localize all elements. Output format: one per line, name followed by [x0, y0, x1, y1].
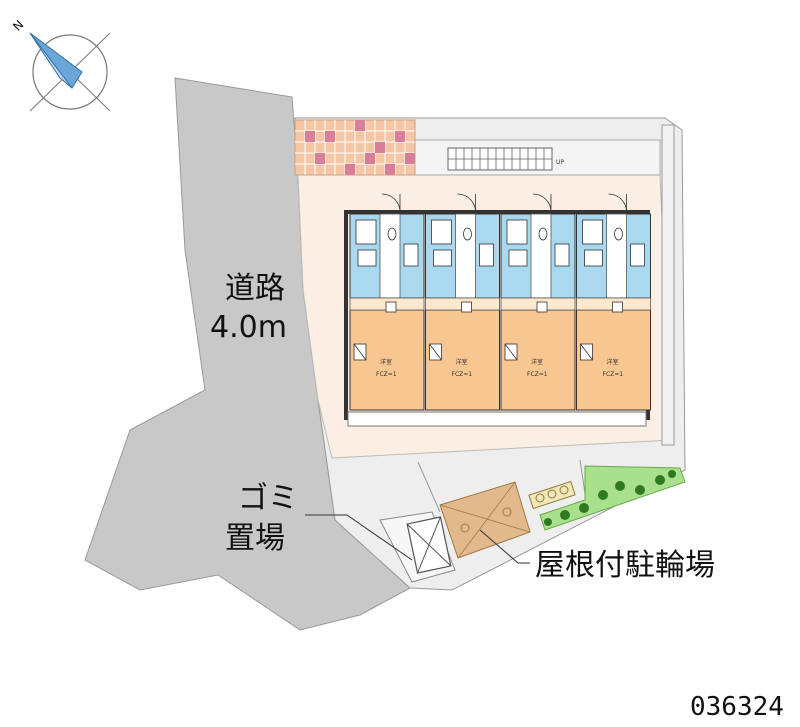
room-size-label: FCZ=1	[376, 371, 397, 378]
bath-unit	[506, 219, 528, 245]
toilet	[538, 227, 548, 241]
room-size-label: FCZ=1	[452, 371, 473, 378]
kitchen-unit	[403, 243, 419, 267]
washbasin	[433, 249, 452, 267]
bath-unit	[431, 219, 452, 245]
room-size-label: FCZ=1	[603, 371, 624, 378]
bath-unit	[355, 219, 377, 245]
bicycle-leader-line	[479, 529, 530, 564]
road-label-line2: 4.0m	[210, 310, 287, 345]
bicycle-parking-label: 屋根付駐輪場	[535, 548, 715, 583]
closet-diagonal	[504, 343, 518, 361]
property-code: 036324	[690, 692, 784, 722]
stairs-mark: UP	[556, 159, 564, 166]
room-size-label: FCZ=1	[527, 371, 548, 378]
staircase: UP	[447, 147, 564, 171]
room-door	[461, 301, 472, 313]
entry-hall	[455, 213, 476, 299]
room-label: 洋室	[380, 358, 392, 366]
toilet	[387, 227, 397, 241]
garbage-leader-line	[305, 514, 413, 561]
kitchen-unit	[630, 243, 645, 267]
right-wall	[661, 124, 675, 446]
kitchen-unit	[479, 243, 494, 267]
closet-diagonal	[429, 343, 442, 361]
entry-hall	[530, 213, 552, 299]
entry-hall	[606, 213, 627, 299]
closet-diagonal	[353, 343, 367, 361]
toilet	[463, 227, 472, 241]
garbage-label-line1: ゴミ	[238, 481, 298, 516]
green-planting	[539, 465, 686, 531]
bath-unit	[582, 219, 603, 245]
garbage-label-line2: 置場	[225, 521, 285, 556]
room-label: 洋室	[607, 358, 619, 366]
washbasin	[357, 249, 377, 267]
toilet	[614, 227, 623, 241]
unit-1: 洋室 FCZ=1	[349, 193, 425, 411]
bicycle-rack	[528, 480, 576, 510]
road-label-line1: 道路	[225, 271, 285, 306]
room-label: 洋室	[456, 358, 468, 366]
room-door	[612, 301, 623, 313]
unit-3: 洋室 FCZ=1	[500, 193, 576, 411]
bicycle-parking-roof	[439, 481, 531, 559]
garbage-area	[379, 511, 456, 583]
tiled-terrace	[294, 119, 416, 176]
balcony-strip	[347, 411, 647, 427]
room-door	[385, 301, 397, 313]
compass-icon: N	[10, 18, 111, 112]
closet-diagonal	[580, 343, 593, 361]
washbasin	[508, 249, 528, 267]
unit-4: 洋室 FCZ=1	[576, 193, 651, 411]
units-layer: 洋室 FCZ=1 洋室 FCZ=1 洋室 FCZ=1 洋室 FCZ=1	[349, 193, 651, 411]
washbasin	[584, 249, 603, 267]
kitchen-unit	[554, 243, 570, 267]
room-label: 洋室	[531, 358, 543, 366]
unit-2: 洋室 FCZ=1	[425, 193, 500, 411]
compass-north-label: N	[10, 18, 26, 34]
room-door	[536, 301, 548, 313]
entry-hall	[379, 213, 401, 299]
